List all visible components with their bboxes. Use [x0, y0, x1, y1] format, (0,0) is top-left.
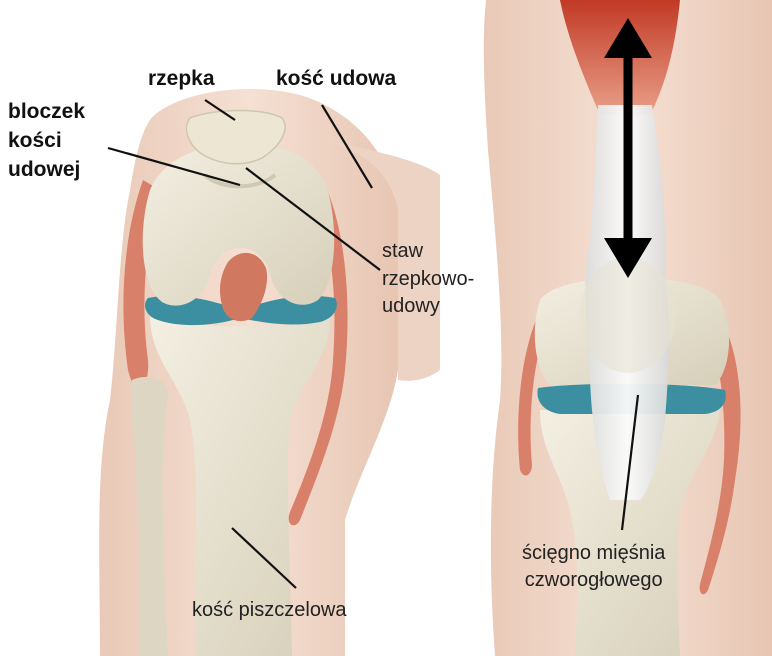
label-bloczek-kosci-udowej: bloczek kości udowej: [8, 98, 85, 185]
left-knee-front-view: [99, 89, 440, 656]
label-staw-line-1: staw: [382, 238, 474, 266]
label-rzepka: rzepka: [148, 66, 215, 91]
label-sciegno-miesnia-czworoglowego: ścięgno mięśnia czworogłowego: [522, 540, 665, 594]
label-staw-rzepkowo-udowy: staw rzepkowo- udowy: [382, 238, 474, 321]
label-staw-line-3: udowy: [382, 293, 474, 321]
label-sciegno-line-1: ścięgno mięśnia: [522, 540, 665, 567]
label-kosc-udowa: kość udowa: [276, 66, 396, 91]
label-bloczek-line-3: udowej: [8, 156, 85, 185]
label-kosc-piszczelowa: kość piszczelowa: [192, 598, 347, 622]
label-bloczek-line-2: kości: [8, 127, 85, 156]
label-staw-line-2: rzepkowo-: [382, 266, 474, 294]
label-bloczek-line-1: bloczek: [8, 98, 85, 127]
label-sciegno-line-2: czworogłowego: [522, 567, 665, 594]
